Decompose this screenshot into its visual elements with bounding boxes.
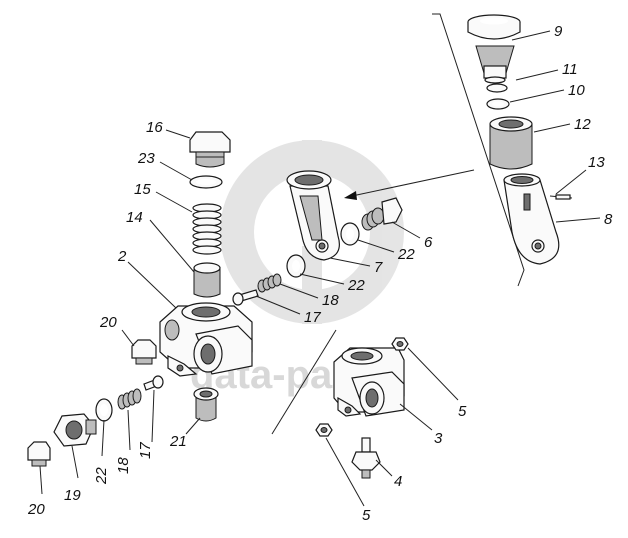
callout-labels: 9 11 10 12 13 8 16 23 15 14 2 6 22 7 22 … [27, 23, 613, 524]
callout-16: 16 [146, 119, 163, 136]
callout-22-c: 22 [93, 467, 110, 485]
callout-22-a: 22 [397, 246, 415, 263]
part-20-plug-a [131, 339, 157, 365]
part-16-cap [189, 131, 231, 168]
callout-18-b: 18 [115, 457, 132, 474]
callout-14: 14 [126, 209, 143, 226]
callout-12: 12 [574, 116, 591, 133]
part-21-fitting [193, 387, 219, 422]
assembly-arrow [344, 169, 475, 200]
part-6-valve [361, 197, 403, 231]
part-12-sleeve [489, 116, 533, 170]
divider-lines [271, 13, 525, 435]
part-4-nipple [351, 437, 381, 479]
part-3-housing [333, 347, 405, 417]
callout-23: 23 [137, 150, 155, 167]
callout-18-a: 18 [322, 292, 339, 309]
part-7-plunger [286, 170, 340, 261]
callout-15: 15 [134, 181, 151, 198]
callout-20-a: 20 [99, 314, 117, 331]
callout-11: 11 [562, 61, 578, 78]
callout-5-b: 5 [362, 507, 371, 524]
callout-17-a: 17 [304, 309, 321, 326]
leader-lines [39, 30, 601, 507]
part-15-spring [192, 203, 222, 255]
callout-2: 2 [117, 248, 127, 265]
part-5-nut-a [391, 337, 409, 351]
callout-20-b: 20 [27, 501, 45, 518]
part-2-housing [159, 302, 253, 377]
callout-6: 6 [424, 234, 433, 251]
callout-9: 9 [554, 23, 563, 40]
callout-13: 13 [588, 154, 605, 171]
part-8-fork [503, 173, 560, 265]
part-11-ring [486, 83, 508, 93]
callout-17-b: 17 [137, 442, 154, 459]
callout-7: 7 [374, 259, 383, 276]
part-14-bushing [193, 262, 221, 298]
callout-8: 8 [604, 211, 613, 228]
part-18-spring-b [117, 388, 142, 410]
part-20-plug-b [27, 441, 51, 467]
callout-22-b: 22 [347, 277, 365, 294]
callout-4: 4 [394, 473, 402, 490]
callout-19: 19 [64, 487, 81, 504]
part-18-spring-a [257, 273, 282, 293]
part-17-screw-a [232, 289, 259, 306]
callout-3: 3 [434, 430, 443, 447]
callout-21: 21 [169, 433, 187, 450]
callout-5-a: 5 [458, 403, 467, 420]
part-19-nut [53, 413, 97, 447]
part-13-pin [549, 194, 573, 200]
part-9-knob [467, 14, 521, 84]
part-5-nut-b [315, 423, 333, 437]
callout-10: 10 [568, 82, 585, 99]
part-17-screw-b [143, 375, 164, 391]
